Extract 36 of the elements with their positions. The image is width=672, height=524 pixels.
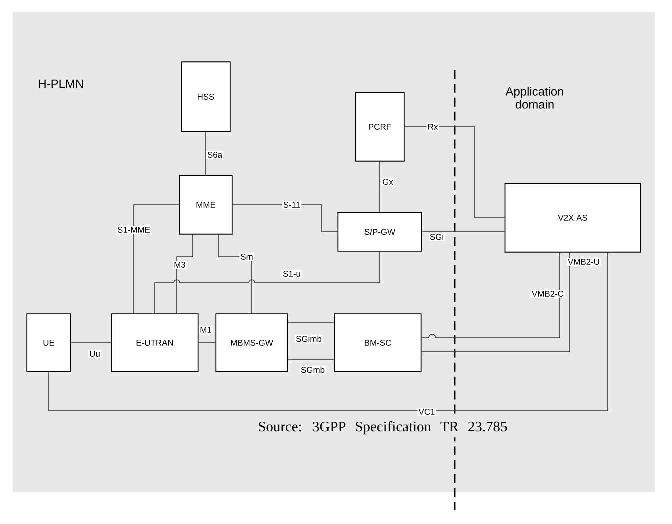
network-box: PCRF <box>355 92 405 162</box>
connector-line <box>134 204 180 314</box>
network-box: HSS <box>181 62 231 132</box>
connector-line <box>232 204 338 232</box>
source-note: Source: 3GPP Specification TR 23.785 <box>258 418 508 438</box>
edge-label: VMB2-C <box>531 290 565 298</box>
domain-label: Application domain <box>506 87 564 109</box>
edge-label: M3 <box>173 261 187 269</box>
edge-label: VMB2-U <box>567 258 601 266</box>
edge-label: M1 <box>199 326 213 334</box>
network-box: S/P-GW <box>338 212 422 252</box>
edge-label: Sm <box>240 253 254 261</box>
connector-line <box>70 342 112 344</box>
connector-line <box>218 234 252 314</box>
edge-label: Uu <box>88 350 102 358</box>
network-box: BM-SC <box>334 314 422 372</box>
network-box: MME <box>179 175 233 235</box>
edge-label: Rx <box>426 123 440 131</box>
connector-line <box>176 234 194 314</box>
connector-line <box>154 251 380 314</box>
edge-label: VC1 <box>418 408 436 416</box>
network-box: UE <box>26 314 72 372</box>
edge-label: S1-u <box>282 270 302 278</box>
connector-line <box>288 322 335 324</box>
edge-label: S-11 <box>282 201 302 209</box>
connector-line <box>48 252 608 412</box>
edge-label: Gx <box>382 178 394 186</box>
network-box: E-UTRAN <box>111 314 199 372</box>
edge-label: S6a <box>206 151 224 159</box>
connector-line <box>421 252 560 338</box>
network-box: V2X AS <box>504 183 642 253</box>
network-box: MBMS-GW <box>216 314 288 372</box>
connector-line <box>421 252 570 352</box>
connector-line <box>198 342 216 344</box>
connector-line <box>404 126 506 218</box>
edge-label: S1-MME <box>116 226 152 234</box>
